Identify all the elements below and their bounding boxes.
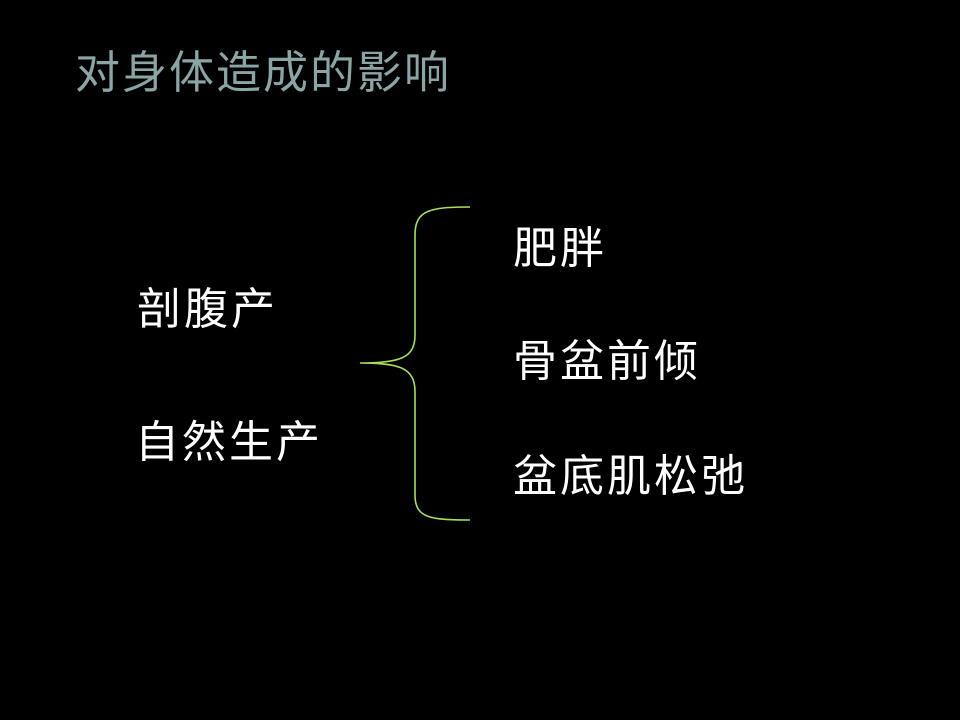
effect-anterior-pelvic-tilt: 骨盆前倾 [513,336,701,387]
brace-path [359,206,471,521]
cause-cesarean: 剖腹产 [137,284,278,335]
cause-natural-birth: 自然生产 [135,417,323,468]
slide-title: 对身体造成的影响 [75,46,452,99]
effect-pelvic-floor-laxity: 盆底肌松弛 [513,451,748,502]
effect-obesity: 肥胖 [513,223,607,274]
